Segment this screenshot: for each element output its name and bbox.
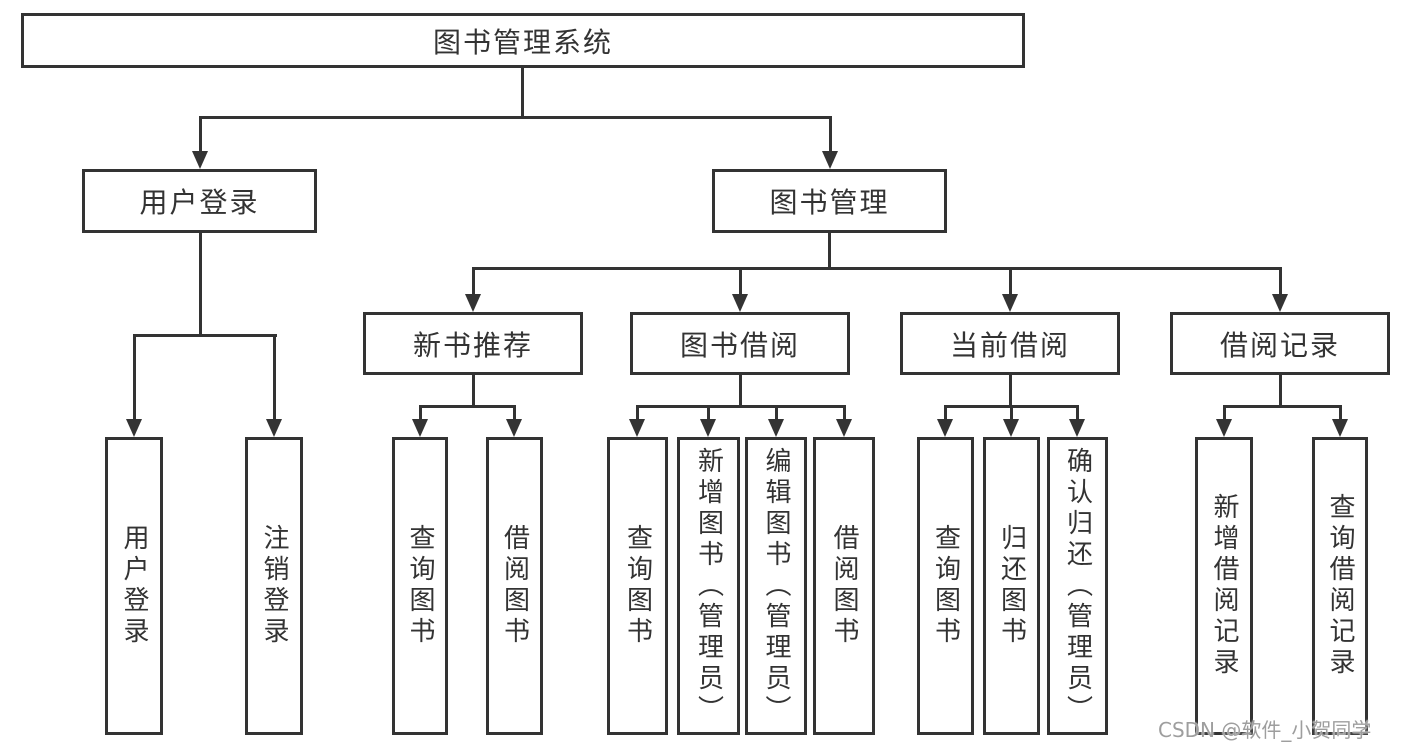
arrow-down-icon [1272,294,1288,312]
node-book-borrow: 图书借阅 [630,312,850,375]
arrow-down-icon [126,419,142,437]
connector-line [199,233,202,337]
connector-line [273,334,276,421]
node-current-borrow: 当前借阅 [900,312,1120,375]
node-borrow-records: 借阅记录 [1170,312,1390,375]
connector-line [133,334,136,421]
connector-line [944,405,947,421]
arrow-down-icon [1332,419,1348,437]
node-book-management: 图书管理 [712,169,947,233]
connector-line [1010,405,1013,421]
connector-line [472,267,475,296]
leaf-logout: 注销登录 [245,437,303,735]
leaf-current-query-books: 查询图书 [917,437,974,735]
arrow-down-icon [1216,419,1232,437]
leaf-recommend-borrow-books: 借阅图书 [486,437,543,735]
arrow-down-icon [412,419,428,437]
connector-line [636,405,639,421]
arrow-down-icon [836,419,852,437]
leaf-add-books-admin: 新增图书（管理员） [677,437,740,735]
connector-line [1339,405,1342,421]
connector-line [419,405,422,421]
leaf-edit-books-admin: 编辑图书（管理员） [745,437,807,735]
arrow-down-icon [192,151,208,169]
arrow-down-icon [506,419,522,437]
node-user-login: 用户登录 [82,169,317,233]
arrow-down-icon [768,419,784,437]
connector-line [1223,405,1342,408]
node-library-management-system: 图书管理系统 [21,13,1025,68]
connector-line [1009,375,1012,408]
connector-line [1279,375,1282,408]
arrow-down-icon [732,294,748,312]
connector-line [133,334,277,337]
connector-line [199,116,832,119]
leaf-user-login: 用户登录 [105,437,163,735]
connector-line [472,267,1282,270]
arrow-down-icon [700,419,716,437]
arrow-down-icon [937,419,953,437]
leaf-borrow-query-books: 查询图书 [607,437,668,735]
connector-line [1223,405,1226,421]
connector-line [775,405,778,421]
connector-line [419,405,516,408]
connector-line [636,405,846,408]
connector-line [739,375,742,408]
arrow-down-icon [629,419,645,437]
arrow-down-icon [1069,419,1085,437]
connector-line [199,116,202,153]
arrow-down-icon [465,294,481,312]
connector-line [521,68,524,119]
arrow-down-icon [1002,294,1018,312]
arrow-down-icon [266,419,282,437]
arrow-down-icon [822,151,838,169]
connector-line [843,405,846,421]
connector-line [828,233,831,270]
leaf-recommend-query-books: 查询图书 [392,437,448,735]
connector-line [1076,405,1079,421]
leaf-query-borrow-record: 查询借阅记录 [1312,437,1368,735]
arrow-down-icon [1003,419,1019,437]
connector-line [1279,267,1282,296]
connector-line [707,405,710,421]
node-new-book-recommend: 新书推荐 [363,312,583,375]
connector-line [829,116,832,153]
leaf-return-books: 归还图书 [983,437,1040,735]
connector-line [472,375,475,408]
connector-line [513,405,516,421]
connector-line [739,267,742,296]
leaf-confirm-return-admin: 确认归还（管理员） [1047,437,1108,735]
leaf-add-borrow-record: 新增借阅记录 [1195,437,1253,735]
connector-line [1009,267,1012,296]
leaf-borrow-books: 借阅图书 [813,437,875,735]
csdn-watermark: CSDN @软件_小贺同学 [1158,718,1372,742]
